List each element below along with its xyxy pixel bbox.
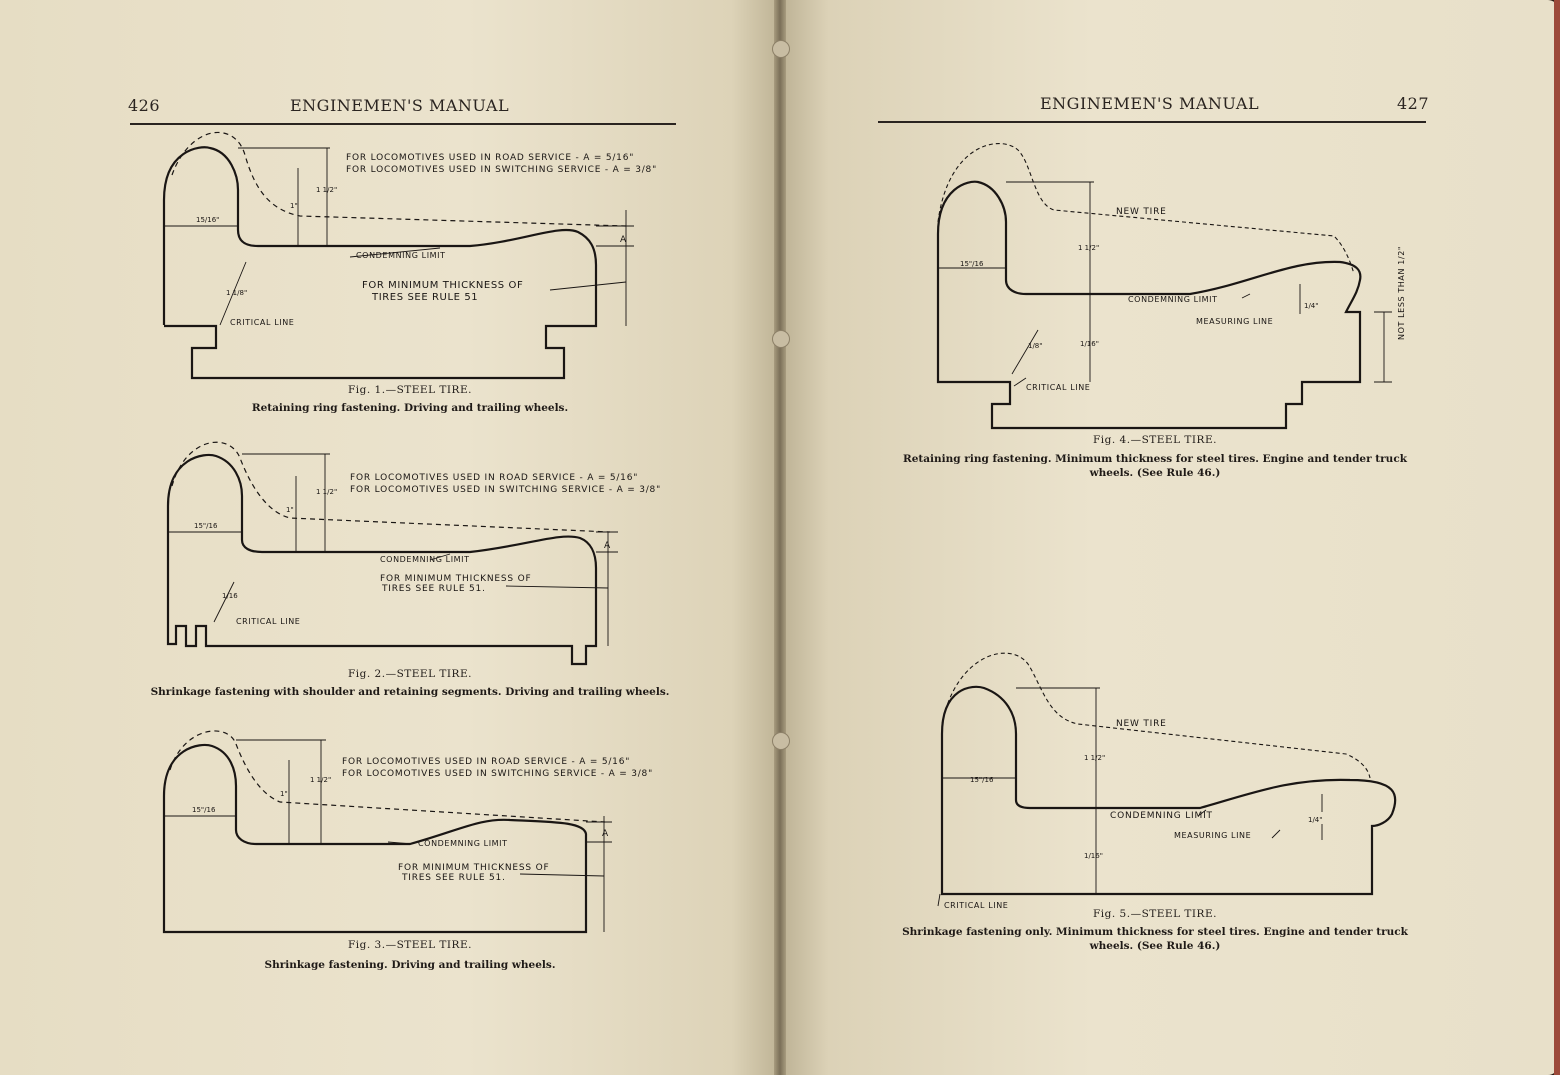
figure-2-title: Fig. 2.—STEEL TIRE. (348, 668, 472, 680)
figure-1-title: Fig. 1.—STEEL TIRE. (348, 384, 472, 396)
dimension-flange-height: 1 1/2" (1078, 244, 1099, 252)
new-tire-outline (171, 441, 611, 533)
running-head-right: ENGINEMEN'S MANUAL (1040, 94, 1260, 113)
condemning-limit-label: CONDEMNING LIMIT (418, 839, 508, 848)
new-tire-outline (169, 730, 606, 823)
book-gutter (774, 0, 786, 1075)
figure-5-caption-line1: Shrinkage fastening only. Minimum thickn… (902, 926, 1408, 938)
switching-service-text: FOR LOCOMOTIVES USED IN SWITCHING SERVIC… (342, 769, 653, 779)
figure-3-diagram: FOR LOCOMOTIVES USED IN ROAD SERVICE - A… (162, 730, 653, 934)
dimension-flange-height: 1 1/2" (316, 488, 337, 496)
condemning-limit-label: CONDEMNING LIMIT (380, 555, 470, 564)
figure-3-caption: Shrinkage fastening. Driving and trailin… (264, 959, 556, 971)
page-number-left: 426 (128, 96, 161, 115)
header-rule-right (878, 121, 1426, 123)
tire-profile (166, 453, 598, 666)
dimension-lower: 1/16" (1084, 852, 1103, 860)
critical-line-label: CRITICAL LINE (944, 901, 1008, 910)
min-thickness-label-2: TIRES SEE RULE 51 (371, 292, 478, 303)
figure-5-caption-line2: wheels. (See Rule 46.) (1089, 940, 1221, 952)
dimension-lower: 1/16" (1080, 340, 1099, 348)
critical-line-label: CRITICAL LINE (236, 617, 300, 626)
page-number-right: 427 (1397, 94, 1430, 113)
critical-line-label: CRITICAL LINE (1026, 383, 1090, 392)
tire-profile (940, 685, 1397, 896)
dimension-diagonal: 1/8" (1028, 342, 1043, 350)
min-thickness-label-2: TIRES SEE RULE 51. (401, 873, 506, 883)
binding-stitch (772, 732, 790, 750)
tire-profile (936, 180, 1362, 430)
road-service-text: FOR LOCOMOTIVES USED IN ROAD SERVICE - A… (342, 757, 630, 767)
dimension-diagonal: 1 1/8" (226, 289, 247, 297)
binding-stitch (772, 330, 790, 348)
right-page (782, 0, 1558, 1075)
figure-1-caption: Retaining ring fastening. Driving and tr… (251, 402, 569, 414)
new-tire-outline (941, 652, 1371, 779)
min-thickness-label-1: FOR MINIMUM THICKNESS OF (398, 863, 549, 873)
dimension-flange-width: 15"/16 (960, 260, 984, 268)
new-tire-outline (937, 143, 1355, 275)
measuring-line-label: MEASURING LINE (1174, 831, 1251, 840)
left-page (0, 0, 778, 1075)
min-thickness-label-1: FOR MINIMUM THICKNESS OF (362, 280, 523, 291)
figure-3-title: Fig. 3.—STEEL TIRE. (348, 939, 472, 951)
dimension-quarter: 1/4" (1304, 302, 1319, 310)
dimension-one-inch: 1" (280, 790, 288, 798)
dimension-flange-width: 15/16" (196, 216, 219, 224)
critical-line-label: CRITICAL LINE (230, 318, 294, 327)
dimension-flange-width: 15"/16 (192, 806, 216, 814)
min-thickness-label-1: FOR MINIMUM THICKNESS OF (380, 574, 531, 584)
header-rule-left (130, 123, 676, 125)
figure-1-diagram: FOR LOCOMOTIVES USED IN ROAD SERVICE - A… (162, 131, 657, 380)
tire-profile (162, 146, 598, 380)
measuring-line-label: MEASURING LINE (1196, 317, 1273, 326)
dimension-a: A (604, 541, 611, 551)
dimension-flange-width: 15"/16 (194, 522, 218, 530)
dimension-a: A (620, 235, 627, 245)
tire-profile (162, 743, 588, 934)
figure-2-caption: Shrinkage fastening with shoulder and re… (150, 686, 670, 698)
switching-service-text: FOR LOCOMOTIVES USED IN SWITCHING SERVIC… (350, 485, 661, 495)
condemning-limit-label: CONDEMNING LIMIT (1128, 295, 1218, 304)
dimension-a: A (602, 829, 609, 839)
figure-5-title: Fig. 5.—STEEL TIRE. (1093, 908, 1217, 920)
binding-stitch (772, 40, 790, 58)
dimension-flange-width: 15"/16 (970, 776, 994, 784)
figure-5-diagram: NEW TIRE CONDEMNING LIMIT MEASURING LINE… (937, 652, 1397, 910)
cover-edge (1554, 0, 1560, 1075)
min-thickness-label-2: TIRES SEE RULE 51. (381, 584, 486, 594)
switching-service-text: FOR LOCOMOTIVES USED IN SWITCHING SERVIC… (346, 165, 657, 175)
figure-4-diagram: NEW TIRE CONDEMNING LIMIT MEASURING LINE… (936, 143, 1406, 430)
figure-4-title: Fig. 4.—STEEL TIRE. (1093, 434, 1217, 446)
figure-4-caption-line2: wheels. (See Rule 46.) (1089, 467, 1221, 479)
dimension-one-inch: 1" (286, 506, 294, 514)
dimension-quarter: 1/4" (1308, 816, 1323, 824)
dimension-flange-height: 1 1/2" (1084, 754, 1105, 762)
figure-4-caption-line1: Retaining ring fastening. Minimum thickn… (903, 453, 1407, 465)
dimension-one-inch: 1" (290, 202, 298, 210)
dimension-flange-height: 1 1/2" (316, 186, 337, 194)
not-less-than-label: NOT LESS THAN 1/2" (1397, 246, 1406, 340)
road-service-text: FOR LOCOMOTIVES USED IN ROAD SERVICE - A… (350, 473, 638, 483)
new-tire-label: NEW TIRE (1116, 207, 1167, 217)
dimension-diagonal: 1/16 (222, 592, 238, 600)
running-head-left: ENGINEMEN'S MANUAL (290, 96, 510, 115)
new-tire-label: NEW TIRE (1116, 719, 1167, 729)
road-service-text: FOR LOCOMOTIVES USED IN ROAD SERVICE - A… (346, 153, 634, 163)
condemning-limit-label: CONDEMNING LIMIT (356, 251, 446, 260)
new-tire-outline (171, 131, 627, 227)
figure-2-diagram: FOR LOCOMOTIVES USED IN ROAD SERVICE - A… (166, 441, 661, 666)
condemning-limit-label: CONDEMNING LIMIT (1110, 811, 1213, 821)
dimension-flange-height: 1 1/2" (310, 776, 331, 784)
